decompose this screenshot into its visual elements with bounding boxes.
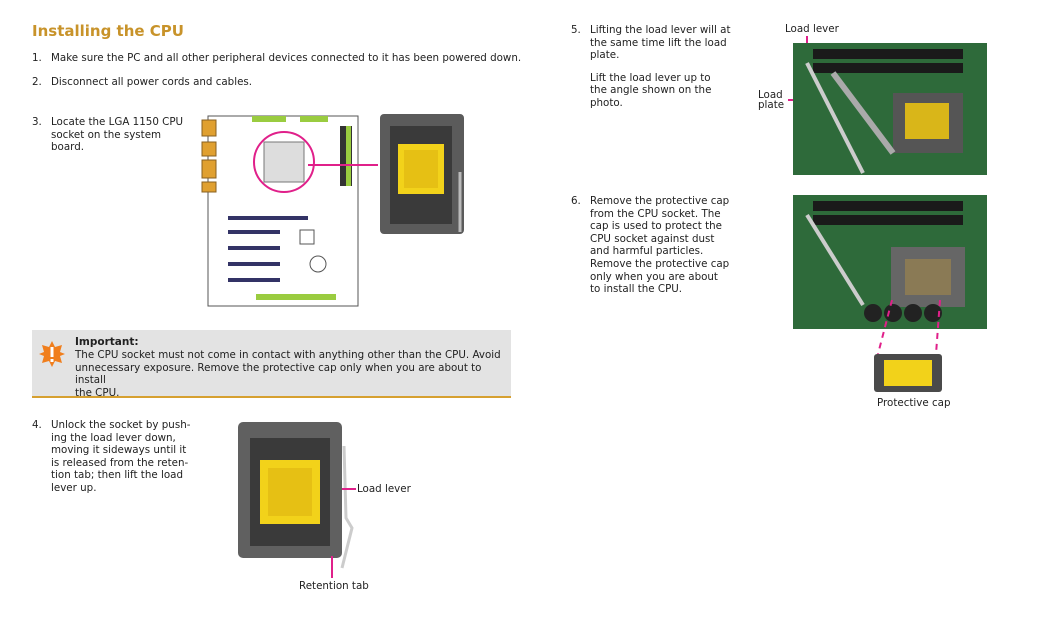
step-text-line: Remove the protective cap: [590, 195, 730, 207]
page-title: Installing the CPU: [32, 22, 184, 40]
step-text-line: ing the load lever down,: [51, 431, 176, 444]
step-text-line: is released from the reten-: [51, 456, 189, 469]
important-line: unnecessary exposure. Remove the protect…: [75, 361, 482, 387]
step-number: 1.: [32, 52, 42, 64]
step-number: 4.: [32, 419, 42, 431]
socket-open-photo: [793, 195, 987, 329]
step-number: 2.: [32, 76, 42, 88]
load-plate-label: Load plate: [758, 90, 784, 110]
important-line: the CPU.: [75, 386, 120, 399]
step-6: 6. Remove the protective cap from the CP…: [571, 195, 761, 305]
step-text-line: the same time lift the load: [590, 36, 727, 49]
step-5: 5. Lifting the load lever will at the sa…: [571, 24, 761, 114]
load-lever-label: Load lever: [357, 483, 411, 495]
step-1: 1. Make sure the PC and all other periph…: [32, 52, 532, 66]
step-text-line: photo.: [590, 96, 623, 109]
step-text-line: moving it sideways until it: [51, 444, 187, 457]
step-3: 3. Locate the LGA 1150 CPU socket on the…: [32, 116, 202, 156]
lifted-lever-photo: [793, 43, 987, 175]
retention-tab-callout: [331, 556, 333, 578]
step-text-line: to install the CPU.: [590, 283, 683, 296]
step-text-line: board.: [51, 141, 85, 154]
cap-dashed-callout: [877, 300, 941, 355]
step-2: 2. Disconnect all power cords and cables…: [32, 76, 532, 90]
load-lever-callout: [342, 488, 356, 490]
step-text-line: lever up.: [51, 481, 97, 494]
step-4: 4. Unlock the socket by push- ing the lo…: [32, 419, 202, 499]
step-text-line: Unlock the socket by push-: [51, 419, 191, 431]
step-text: Make sure the PC and all other periphera…: [51, 52, 522, 64]
step-text-line: plate.: [590, 49, 620, 62]
step-text-line: from the CPU socket. The: [590, 207, 721, 220]
exclamation-badge-icon: [39, 341, 65, 367]
step-text-line: CPU socket against dust: [590, 232, 715, 245]
step-text-line: only when you are about: [590, 270, 718, 283]
retention-tab-label: Retention tab: [299, 580, 369, 592]
step-text-line: socket on the system: [51, 128, 162, 141]
important-notice: Important: The CPU socket must not come …: [32, 330, 511, 399]
socket-unlock-photo: [238, 422, 354, 569]
step-text-line: the angle shown on the: [590, 84, 712, 97]
load-plate-label-line: plate: [758, 99, 785, 111]
important-text: The CPU socket must not come in contact …: [75, 349, 505, 399]
important-title: Important:: [75, 336, 139, 348]
protective-cap-label: Protective cap: [877, 397, 951, 409]
system-board-diagram: [201, 115, 359, 307]
step-text-line: and harmful particles.: [590, 245, 704, 258]
step-text-line: cap is used to protect the: [590, 220, 723, 233]
step-text-line: Lift the load lever up to: [590, 71, 711, 84]
cpu-socket-photo: [380, 114, 464, 234]
load-plate-label-line: Load: [758, 89, 783, 101]
step-text-line: Remove the protective cap: [590, 257, 730, 270]
step-text-line: Locate the LGA 1150 CPU: [51, 116, 184, 128]
protective-cap-photo: [874, 354, 942, 392]
step-number: 6.: [571, 195, 581, 207]
step-text: Disconnect all power cords and cables.: [51, 76, 253, 88]
step-text-line: tion tab; then lift the load: [51, 469, 183, 482]
step-text-line: Lifting the load lever will at: [590, 24, 731, 36]
callout-line: [308, 164, 378, 166]
step-number: 5.: [571, 24, 581, 36]
load-lever-label: Load lever: [785, 23, 839, 35]
important-line: The CPU socket must not come in contact …: [75, 349, 501, 361]
step-number: 3.: [32, 116, 42, 128]
